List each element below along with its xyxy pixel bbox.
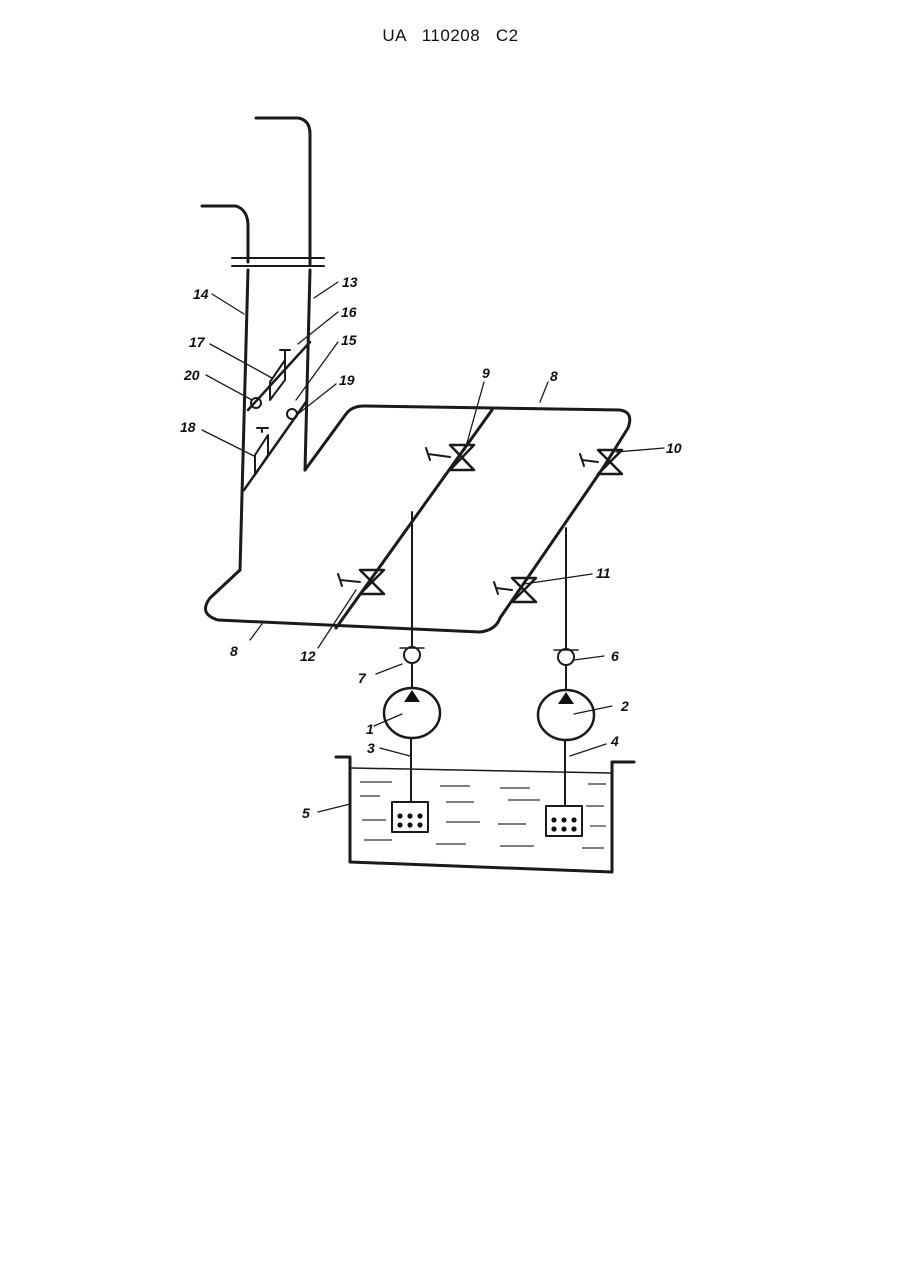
label-16: 16	[341, 304, 357, 320]
label-19: 19	[339, 372, 355, 388]
valve-12	[338, 570, 384, 594]
label-8-top: 8	[550, 368, 558, 384]
label-13: 13	[342, 274, 358, 290]
sensor-19	[287, 409, 297, 419]
valve-10	[580, 450, 622, 474]
pump-2	[538, 690, 594, 740]
label-7: 7	[358, 670, 367, 686]
label-11: 11	[596, 565, 611, 581]
label-17: 17	[189, 334, 206, 350]
check-valve-7	[400, 647, 424, 688]
leader-lines	[202, 282, 664, 812]
label-10: 10	[666, 440, 682, 456]
label-8-bottom: 8	[230, 643, 238, 659]
pipe-14	[202, 206, 248, 570]
label-20: 20	[183, 367, 200, 383]
label-9: 9	[482, 365, 490, 381]
label-2: 2	[620, 698, 629, 714]
label-14: 14	[193, 286, 209, 302]
strainer-pump-2	[546, 806, 582, 836]
tank-5	[336, 757, 634, 872]
valve-18	[255, 428, 268, 475]
check-valve-6	[554, 649, 578, 690]
label-6: 6	[611, 648, 619, 664]
valve-11	[494, 578, 536, 602]
label-5: 5	[302, 805, 310, 821]
label-18: 18	[180, 419, 196, 435]
label-3: 3	[367, 740, 375, 756]
pipe-13	[256, 118, 310, 470]
label-15: 15	[341, 332, 357, 348]
label-12: 12	[300, 648, 316, 664]
cross-pipe-16	[248, 342, 310, 410]
strainer-pump-1	[392, 802, 428, 832]
pump-1	[384, 688, 440, 738]
label-1: 1	[366, 721, 374, 737]
label-4: 4	[610, 733, 619, 749]
